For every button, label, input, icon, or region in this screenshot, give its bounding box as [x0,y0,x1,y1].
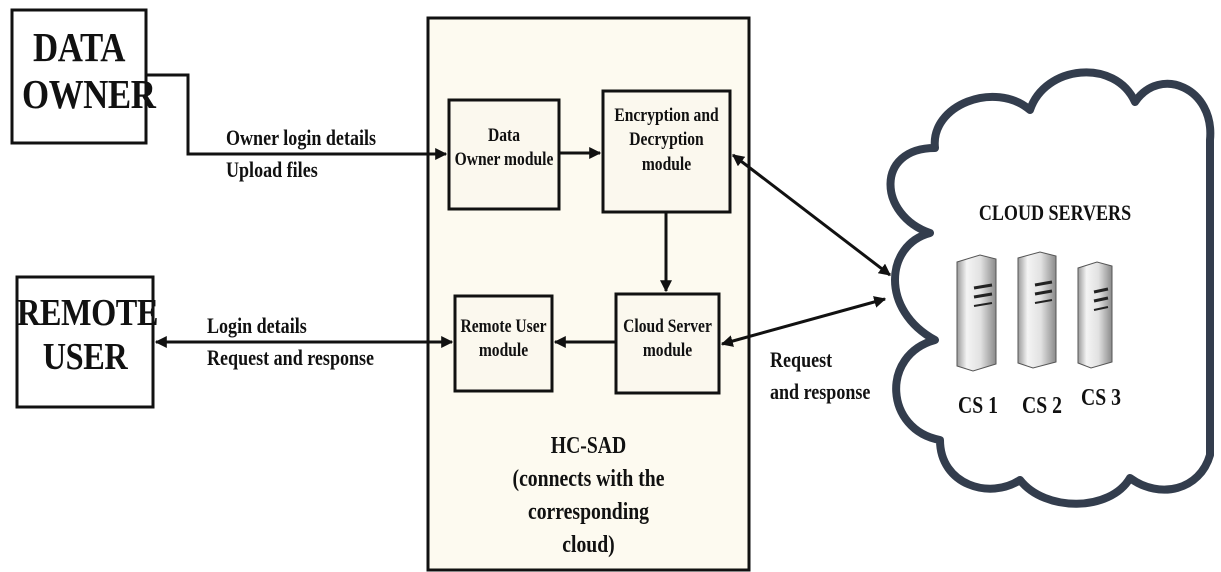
server-cs2-label: CS 2 [1022,393,1062,419]
cloud-server-module-box [614,292,721,395]
server-cs2-icon [1017,251,1057,369]
cloud-server-module-line1: Cloud Server [623,316,712,337]
hc-sad-subtitle-line2: cloud) [562,532,615,559]
remote-user-module-box [453,294,554,393]
remote-user-line2: USER [42,335,128,378]
remote-user-module-line1: Remote User [460,316,547,337]
data-owner-line1: DATA [33,24,125,70]
cloud-servers-title: CLOUD SERVERS [978,200,1132,225]
hc-sad-title: HC-SAD [550,433,627,459]
remote-user-line1: REMOTE [17,292,159,334]
arrow-encryption-to-cloud [732,153,891,277]
data-owner-module-line1: Data [487,125,521,146]
encryption-module-line3: module [641,153,692,175]
cloud-server-module-label: Cloud Server module [615,315,719,364]
arrow-cloud-server-module-to-cloud [720,296,887,347]
server-cs1-label: CS 1 [958,393,998,419]
remote-user-label: REMOTE USER [17,292,159,379]
login-details-text: Login details [207,313,307,338]
remote-user-box [15,275,155,409]
data-owner-module-label: Data Owner module [451,124,558,173]
server-cs3-label: CS 3 [1081,385,1121,411]
server-cs3-icon [1077,261,1113,369]
data-owner-box [10,8,148,145]
server-cs1-icon [956,254,997,372]
remote-edge-label: Login details Request and response [207,310,374,374]
cloud-server-module-line2: module [642,340,693,362]
owner-login-text: Owner login details [226,125,377,150]
hc-sad-label: HC-SAD (connects with the corresponding … [457,430,720,562]
cloud-request-text: Request [770,347,833,372]
cloud-edge-label: Request and response [770,344,870,408]
cloud-response-text: and response [770,378,871,404]
hc-sad-subtitle-line1: (connects with the corresponding [512,466,665,526]
remote-user-module-line2: module [478,340,529,362]
data-owner-label: DATA OWNER [22,24,156,118]
encryption-module-line2: Decryption [629,129,704,151]
encryption-module-label: Encryption and Decryption module [606,104,727,177]
data-owner-line2: OWNER [22,71,156,118]
arrow-owner-to-module [146,73,448,160]
data-owner-module-line2: Owner module [454,149,554,171]
upload-files-text: Upload files [226,156,318,182]
owner-edge-label: Owner login details Upload files [226,122,376,186]
encryption-module-line1: Encryption and [614,105,719,126]
request-response-text: Request and response [207,344,375,370]
remote-user-module-label: Remote User module [454,315,553,364]
